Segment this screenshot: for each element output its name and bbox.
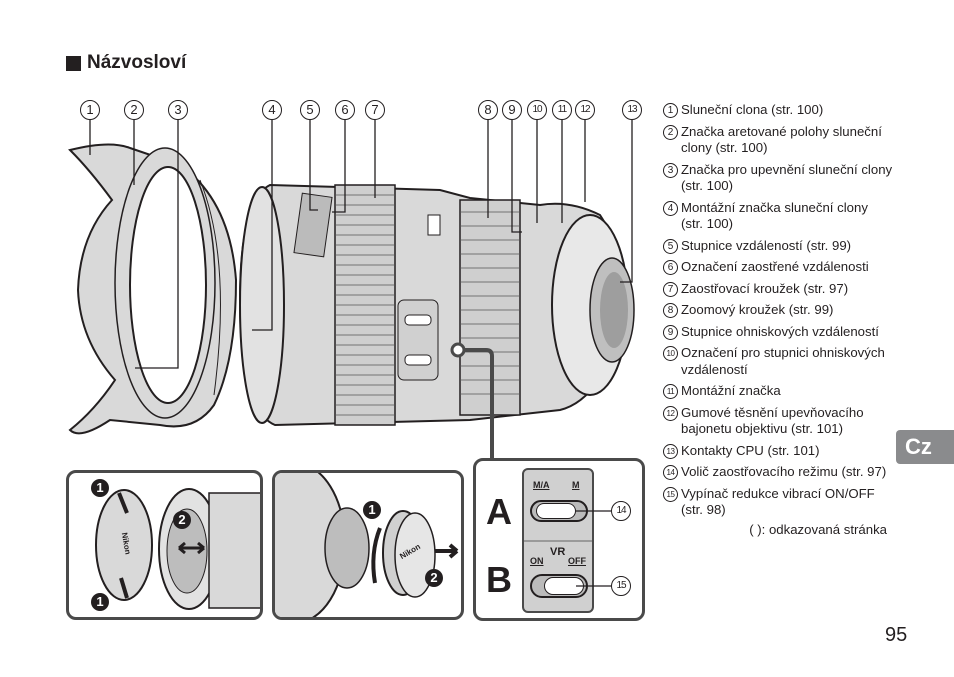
- callout-2: 2: [124, 100, 144, 120]
- inset-rear-cap: 1 2 Nikon: [272, 470, 464, 620]
- step-1b-badge: 1: [91, 593, 109, 611]
- inset-switches: A B M/A M VR ON OFF 14 15: [473, 458, 645, 621]
- vr-on-label: ON: [530, 556, 544, 566]
- callout-8: 8: [478, 100, 498, 120]
- step-1-badge: 1: [91, 479, 109, 497]
- callout-15: 15: [611, 576, 631, 596]
- legend-note: ( ): odkazovaná stránka: [749, 521, 887, 537]
- lens-parts-diagram: [68, 120, 635, 458]
- section-title: Názvosloví: [66, 52, 186, 74]
- row-a-label: A: [486, 491, 512, 532]
- inset-front-cap: 1 2 1 Nikon: [66, 470, 263, 620]
- callout-9: 9: [502, 100, 522, 120]
- callout-10: 10: [527, 100, 547, 120]
- callout-leaders: [89, 120, 633, 369]
- language-tab: Cz: [896, 430, 954, 464]
- switch-leaders: [576, 510, 611, 587]
- page-number: 95: [885, 624, 908, 646]
- callout-12: 12: [575, 100, 595, 120]
- callout-5: 5: [300, 100, 320, 120]
- vr-off-label: OFF: [568, 556, 586, 566]
- callout-1: 1: [80, 100, 100, 120]
- focus-m-label: M: [572, 480, 580, 490]
- vr-title-label: VR: [550, 546, 566, 558]
- step-2-badge: 2: [425, 569, 443, 587]
- callout-14: 14: [611, 501, 631, 521]
- step-2-badge: 2: [173, 511, 191, 529]
- bullet-square-icon: [66, 55, 81, 71]
- callout-6: 6: [335, 100, 355, 120]
- row-b-label: B: [486, 559, 512, 600]
- section-title-text: Názvosloví: [87, 52, 187, 73]
- lens-body-illustration: [238, 183, 635, 427]
- step-1-badge: 1: [363, 501, 381, 519]
- rear-cap-illustration: [275, 473, 459, 617]
- callout-3: 3: [168, 100, 188, 120]
- lens-hood-illustration: [68, 143, 238, 435]
- callout-4: 4: [262, 100, 282, 120]
- callout-13: 13: [622, 100, 642, 120]
- vr-switch[interactable]: [530, 574, 588, 598]
- focus-ma-label: M/A: [533, 480, 550, 490]
- callout-11: 11: [552, 100, 572, 120]
- callout-7: 7: [365, 100, 385, 120]
